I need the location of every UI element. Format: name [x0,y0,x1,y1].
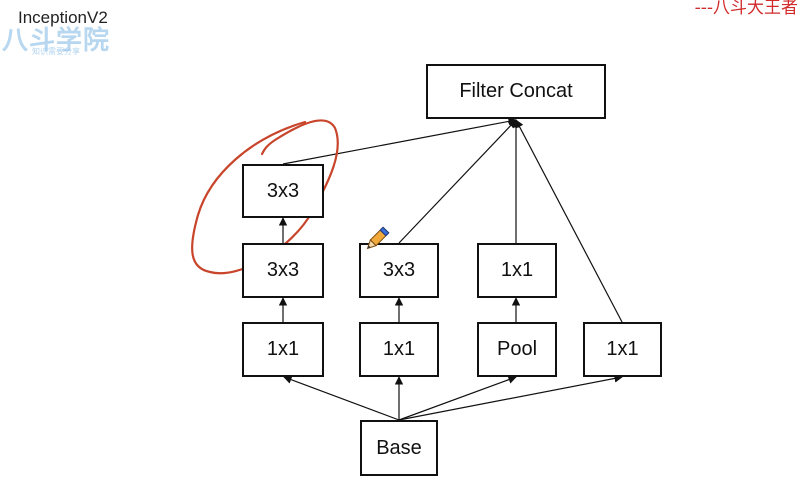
edge-b2-concat [398,119,517,244]
logo-main-text: 八斗学院 [2,26,111,56]
annotation-circle [191,119,339,275]
edge-base-b1 [283,375,400,421]
edge-base-b3 [398,375,517,421]
edge-base-b4 [398,374,623,421]
edge-b1-concat [282,117,517,165]
pencil-icon [366,226,390,250]
node-branch4-1x1: 1x1 [583,322,662,377]
node-branch1-1x1: 1x1 [242,322,324,377]
node-filter-concat: Filter Concat [426,64,606,119]
node-base: Base [360,420,438,476]
logo-sub-text: 知识需要分享 [32,47,80,56]
node-branch3-pool: Pool [477,322,557,377]
tagline: ---八斗大王者 [694,0,798,18]
edge-b4-concat [515,119,623,323]
page-title: InceptionV2 [18,8,108,27]
node-branch1-3x3-mid: 3x3 [242,243,324,298]
node-branch2-3x3: 3x3 [359,243,439,298]
node-branch2-1x1: 1x1 [359,322,439,377]
node-branch3-1x1: 1x1 [477,243,557,298]
node-branch1-3x3-top: 3x3 [242,164,324,218]
logo: 八斗学院 知识需要分享 [2,20,132,56]
